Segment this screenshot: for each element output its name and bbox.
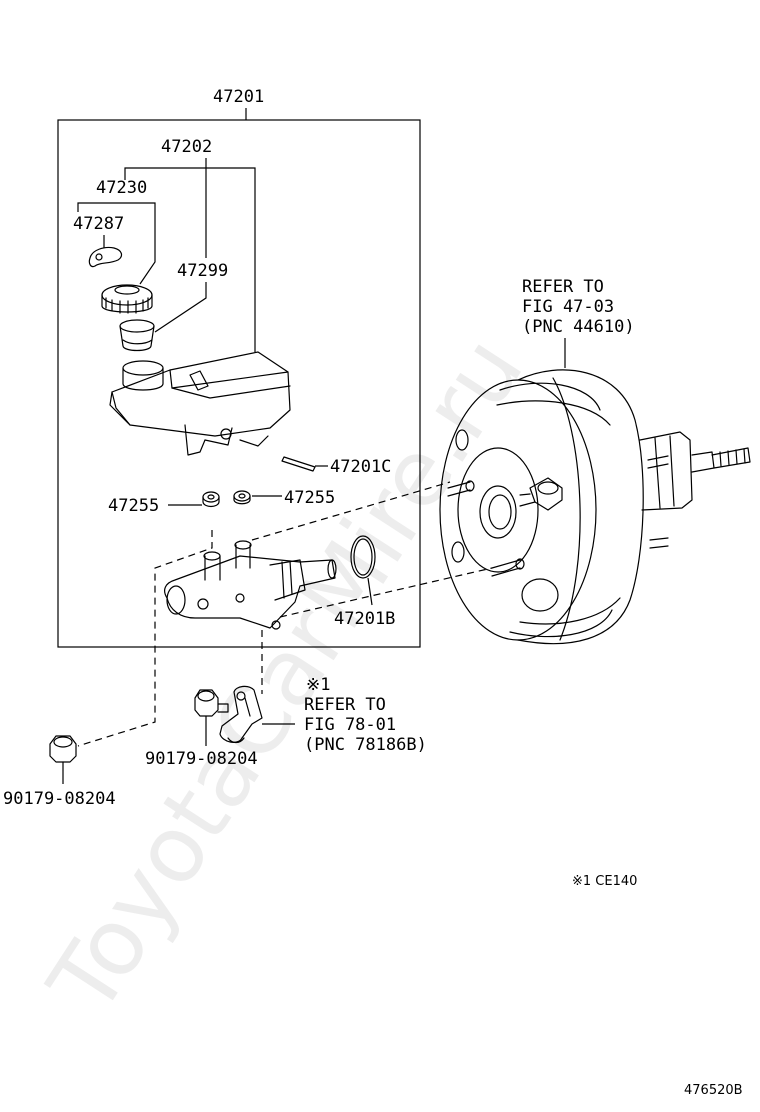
- refer-bracket-line2[interactable]: FIG 78-01: [304, 715, 396, 735]
- dashed-line-booster-lower: [279, 567, 493, 618]
- label-47202[interactable]: 47202: [161, 137, 212, 157]
- leader-47299: [154, 282, 207, 333]
- refer-bracket-line1[interactable]: REFER TO: [304, 695, 386, 715]
- label-90179-left[interactable]: 90179-08204: [3, 789, 116, 809]
- refer-booster-line1[interactable]: REFER TO: [522, 277, 604, 297]
- label-90179-middle[interactable]: 90179-08204: [145, 749, 258, 769]
- assembly-frame: [57, 119, 421, 648]
- o-ring-part: [350, 535, 376, 579]
- reservoir-part: [109, 351, 291, 456]
- dashed-line-booster-upper: [251, 481, 451, 541]
- watermark: ToyotaCarMire.ru: [28, 319, 544, 1033]
- dashed-line-left-nut: [77, 530, 213, 747]
- label-47201C[interactable]: 47201C: [330, 457, 391, 477]
- leader-47201B: [367, 577, 373, 606]
- refer-bracket-line3[interactable]: (PNC 78186B): [304, 735, 427, 755]
- strainer-part: [119, 319, 155, 352]
- refer-bracket-note: ※1 REFER TO FIG 78-01 (PNC 78186B): [304, 675, 427, 755]
- master-cylinder-part: [164, 540, 337, 630]
- brake-booster-part: [439, 369, 751, 645]
- cap-clip-part: [88, 246, 123, 268]
- refer-booster-line3[interactable]: (PNC 44610): [522, 317, 635, 337]
- refer-bracket-mark[interactable]: ※1: [306, 675, 330, 695]
- refer-booster-note: REFER TO FIG 47-03 (PNC 44610): [522, 277, 635, 337]
- leader-47202-bracket: [124, 167, 256, 352]
- bracket-part: [219, 685, 263, 744]
- label-47230[interactable]: 47230: [96, 178, 147, 198]
- leader-47230: [77, 202, 156, 285]
- footnote: ※1 CE140: [572, 874, 637, 889]
- label-47255-right[interactable]: 47255: [284, 488, 335, 508]
- nut-middle-part: [194, 689, 229, 717]
- label-47287[interactable]: 47287: [73, 214, 124, 234]
- reservoir-cap-part: [101, 284, 153, 314]
- label-47201B[interactable]: 47201B: [334, 609, 395, 629]
- grommet-left-part: [202, 491, 220, 508]
- refer-booster-line2[interactable]: FIG 47-03: [522, 297, 614, 317]
- label-47299[interactable]: 47299: [177, 261, 228, 281]
- grommet-right-part: [233, 490, 251, 505]
- label-47201[interactable]: 47201: [213, 87, 264, 107]
- nut-left-part: [49, 735, 77, 771]
- pin-part: [281, 456, 316, 472]
- illustration-code: 476520B: [684, 1083, 743, 1098]
- label-47255-left[interactable]: 47255: [108, 496, 159, 516]
